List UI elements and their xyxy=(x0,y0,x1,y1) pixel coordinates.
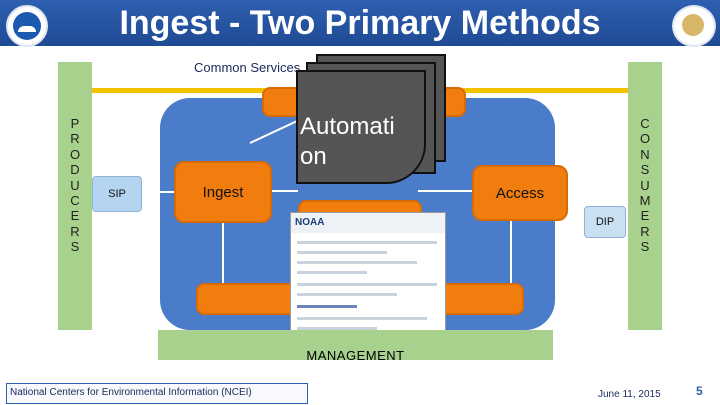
screenshot-line xyxy=(297,317,427,320)
access-down-line xyxy=(510,217,512,283)
commerce-seal-icon xyxy=(672,5,716,47)
producers-letter: U xyxy=(70,177,80,193)
automation-label: Automati on xyxy=(300,113,395,170)
management-label: MANAGEMENT xyxy=(306,348,405,363)
access-consumer-line xyxy=(564,188,598,190)
producers-letter: P xyxy=(70,116,80,131)
screenshot-line xyxy=(297,261,417,264)
access-box[interactable]: Access xyxy=(472,165,568,221)
screenshot-line xyxy=(297,293,397,296)
producers-letter: S xyxy=(70,239,80,255)
management-band xyxy=(158,330,553,360)
consumers-letter: M xyxy=(639,193,651,208)
storage-access-line xyxy=(418,190,472,192)
ingest-down-line xyxy=(222,219,224,283)
sip-package: SIP xyxy=(92,176,142,212)
noaa-logo-inner xyxy=(13,12,41,40)
consumers-letter: U xyxy=(640,177,650,193)
screenshot-line xyxy=(297,271,367,274)
footer-box xyxy=(6,383,308,404)
footer-org: National Centers for Environmental Infor… xyxy=(10,387,252,398)
producers-letter: E xyxy=(70,208,80,224)
footer-date: June 11, 2015 xyxy=(598,389,661,400)
automation-card-front xyxy=(296,70,426,184)
producers-letter: R xyxy=(70,131,80,147)
screenshot-button xyxy=(297,305,357,308)
screenshot-line xyxy=(297,251,387,254)
consumers-letter: R xyxy=(640,223,650,239)
ingest-label: Ingest xyxy=(202,183,244,201)
page-number: 5 xyxy=(696,384,703,398)
title-bar xyxy=(0,0,720,46)
slide-title: Ingest - Two Primary Methods xyxy=(119,4,601,42)
common-services-label: Common Services xyxy=(194,60,301,75)
access-label: Access xyxy=(495,184,545,202)
consumers-letter: O xyxy=(639,131,651,147)
ingest-storage-line xyxy=(268,190,298,192)
screenshot-line xyxy=(297,283,437,286)
screenshot-header xyxy=(291,213,445,233)
screenshot-noaa-logo-icon: NOAA xyxy=(295,217,325,228)
consumers-letter: S xyxy=(640,239,650,255)
consumers-letter: E xyxy=(640,208,650,224)
noaa-bird-icon xyxy=(18,26,36,32)
producers-letter: C xyxy=(70,193,80,208)
dip-package: DIP xyxy=(584,206,626,238)
screenshot-line xyxy=(297,241,437,244)
noaa-logo-icon xyxy=(6,5,48,47)
consumers-letter: C xyxy=(640,116,650,131)
consumers-letter: S xyxy=(640,162,650,178)
sip-ingest-line xyxy=(140,191,174,193)
producers-letter: R xyxy=(70,223,80,239)
screenshot-line xyxy=(297,327,377,330)
ncei-web-screenshot: NOAA xyxy=(290,212,446,342)
producers-letter: D xyxy=(70,162,80,178)
ingest-box[interactable]: Ingest xyxy=(174,161,272,223)
consumers-letter: N xyxy=(640,146,650,162)
commerce-seal-inner xyxy=(682,14,704,36)
producers-letter: O xyxy=(69,146,81,162)
